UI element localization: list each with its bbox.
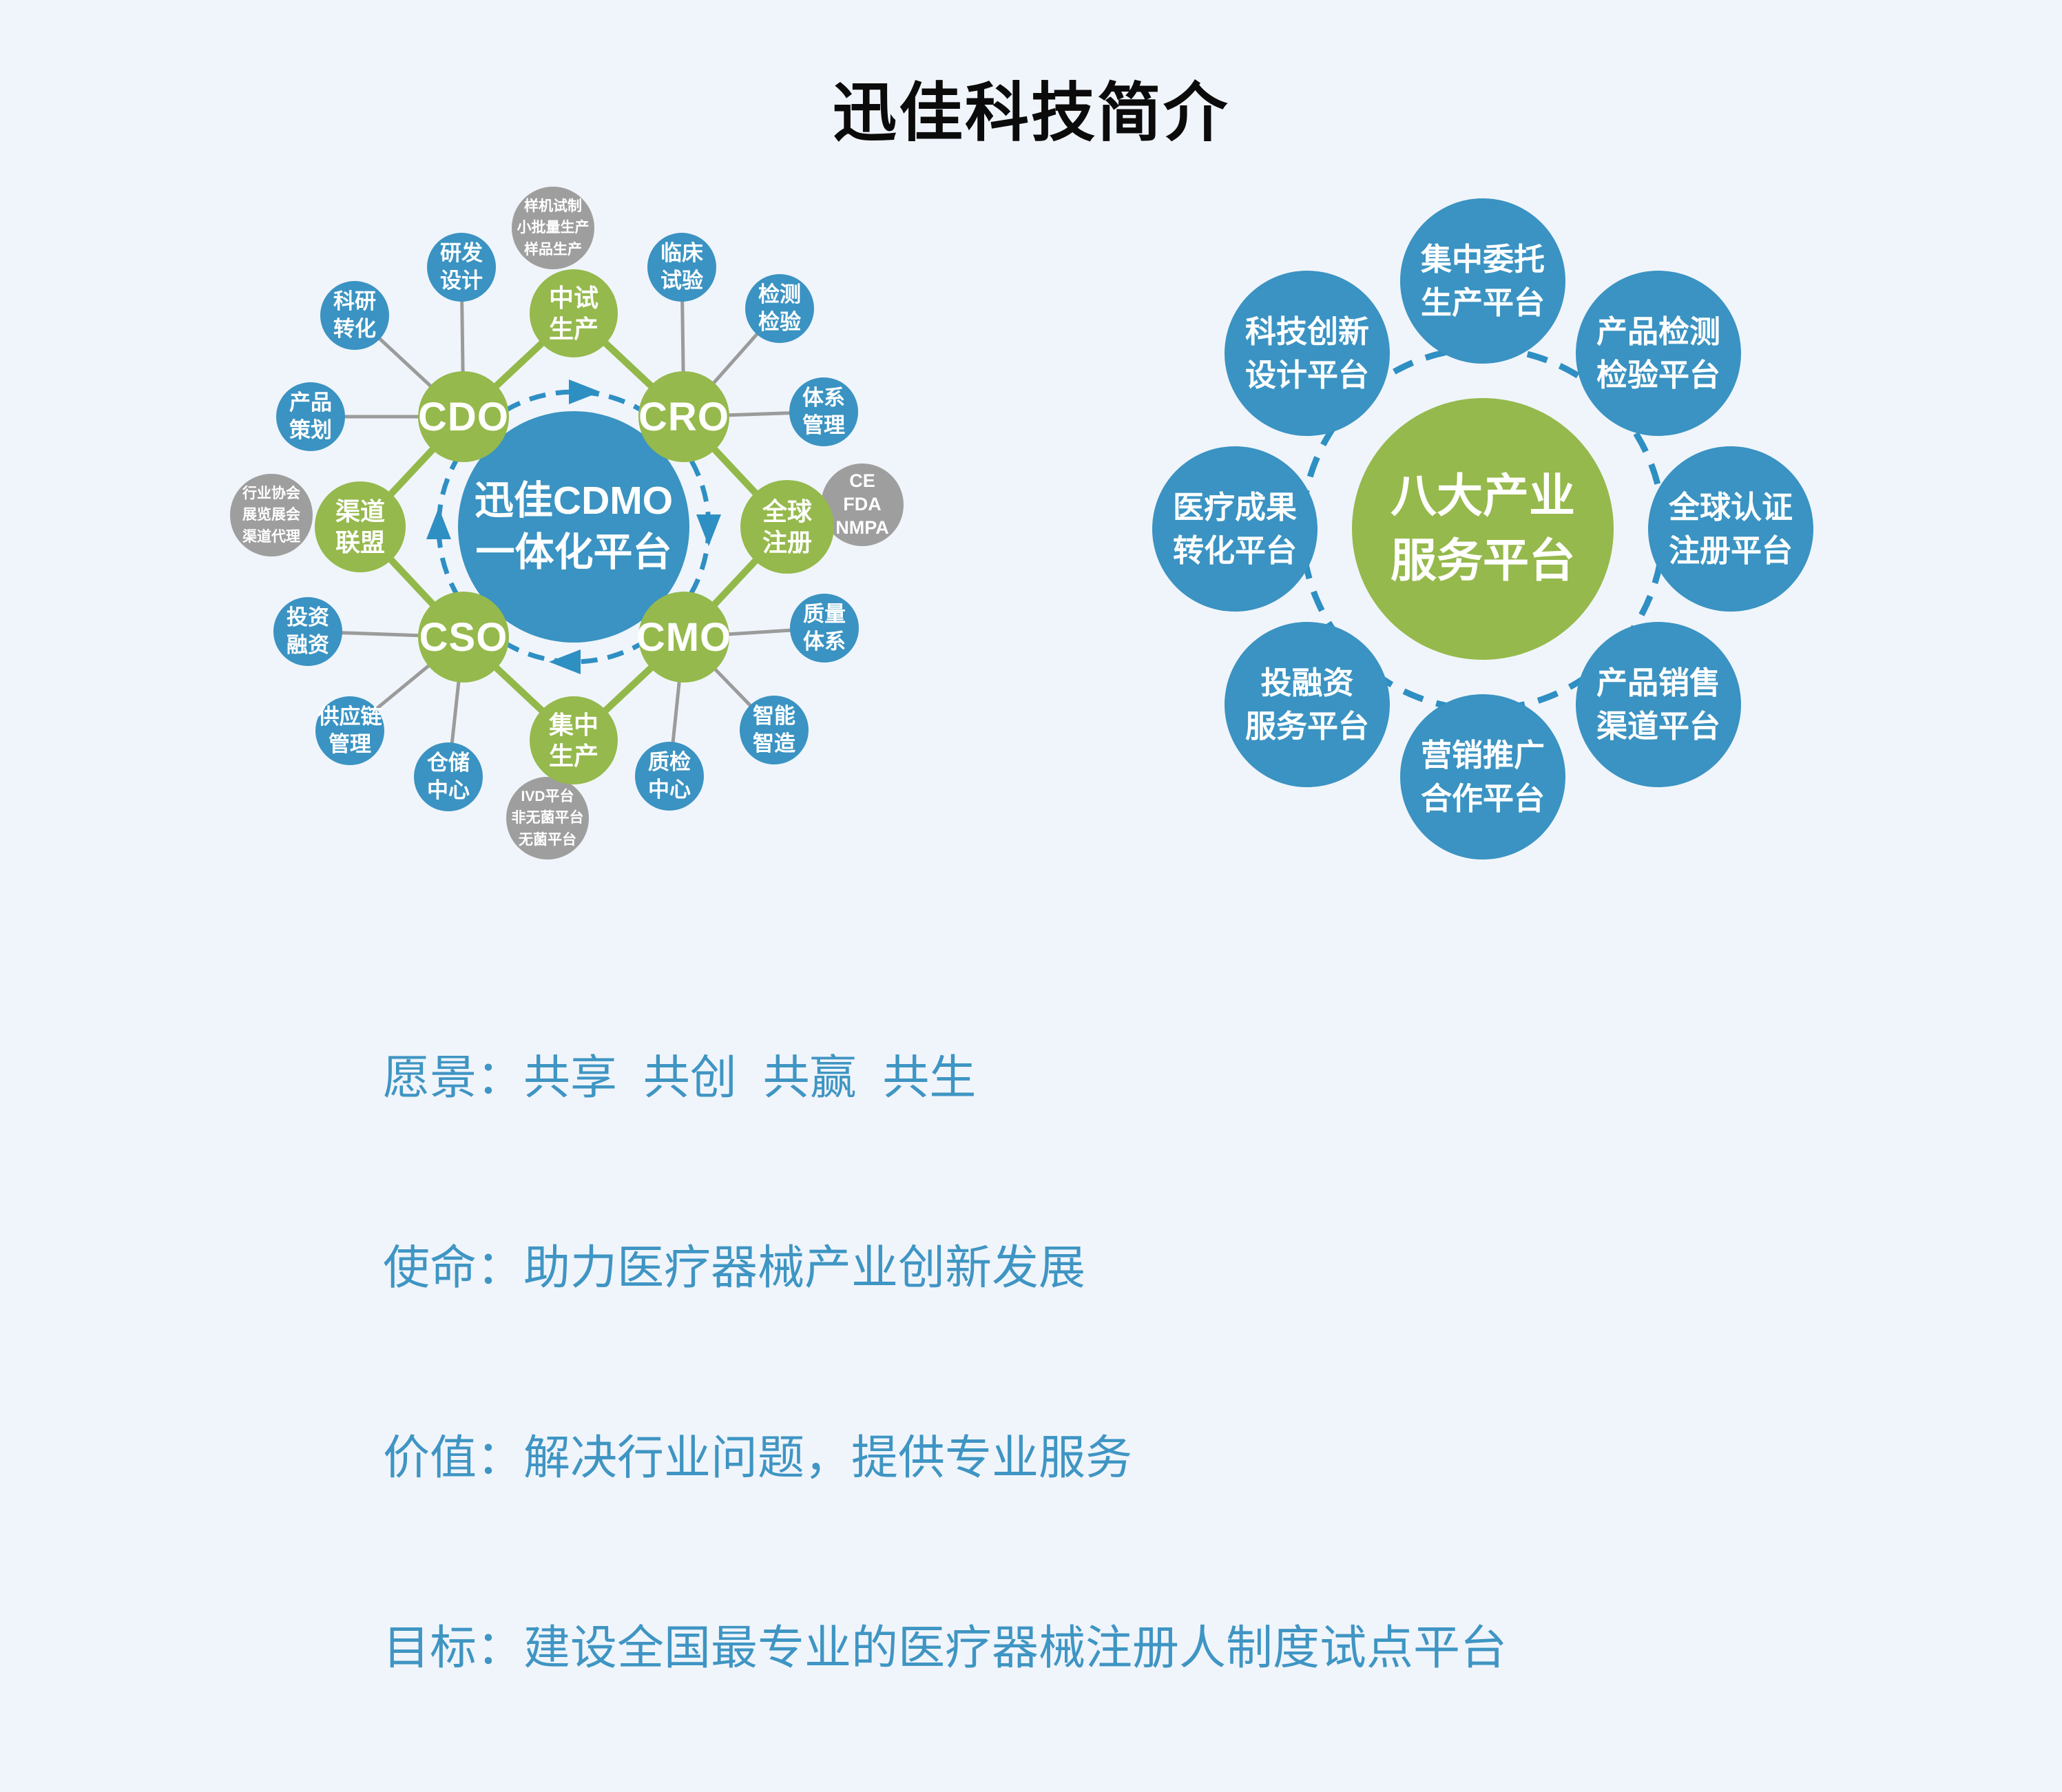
node-platform-marketing-cooperation: 营销推广 合作平台 [1400,694,1565,859]
node-platform-innovation-design: 科技创新 设计平台 [1225,271,1390,436]
node-rd-design: 研发 设计 [427,233,496,302]
node-quality-system: 质量 体系 [790,594,859,663]
node-qc-center: 质检 中心 [635,742,704,811]
node-cso: CSO [418,592,509,683]
node-platform-product-testing: 产品检测 检验平台 [1576,271,1741,436]
node-platform-sales-channel: 产品销售 渠道平台 [1576,622,1741,787]
node-ce-fda-nmpa-note: CE FDA NMPA [821,463,904,546]
node-platform-entrusted-production: 集中委托 生产平台 [1400,198,1565,364]
node-investment-financing: 投资 融资 [273,597,342,666]
node-supply-chain: 供应链 管理 [315,696,384,765]
node-global-registration: 全球 注册 [740,480,834,574]
cycle-arrow-right-icon [569,379,601,404]
value-line: 价值：解决行业问题，提供专业服务 [383,1431,1133,1484]
cycle-arrow-up-icon [426,508,451,539]
node-clinical-trial: 临床 试验 [647,233,716,302]
node-pilot-production: 中试 生产 [530,269,618,357]
node-smart-manufacturing: 智能 智造 [740,696,809,764]
node-platform-medical-transformation: 医疗成果 转化平台 [1152,446,1318,612]
node-cdo: CDO [418,371,509,462]
node-cmo: CMO [636,592,731,683]
node-prototype-production-note: 样机试制 小批量生产 样品生产 [512,187,594,269]
node-research-transfer: 科研 转化 [320,281,389,350]
infographic-canvas: 迅佳科技简介 [230,77,1813,1674]
node-system-management: 体系 管理 [789,377,858,446]
node-cro: CRO [638,371,729,462]
node-centralized-production: 集中 生产 [530,696,618,784]
node-platform-global-certification: 全球认证 注册平台 [1648,446,1813,612]
node-product-planning: 产品 策划 [276,382,345,451]
left-dashed-cycle-ring [426,379,721,674]
goal-line: 目标：建设全国最专业的医疗器械注册人制度试点平台 [383,1621,1508,1674]
node-warehouse-center: 仓储 中心 [414,742,483,811]
vision-line: 愿景：共享 共创 共赢 共生 [383,1051,977,1104]
node-ivd-platforms-note: IVD平台 非无菌平台 无菌平台 [506,777,589,859]
cycle-arrow-down-icon [696,514,721,546]
company-statements: 愿景：共享 共创 共赢 共生 使命：助力医疗器械产业创新发展 价值：解决行业问题… [383,924,1507,1792]
node-industry-association-note: 行业协会 展览展会 渠道代理 [230,474,313,556]
mission-line: 使命：助力医疗器械产业创新发展 [383,1241,1086,1294]
node-channel-alliance: 渠道 联盟 [315,481,406,572]
node-testing-inspection: 检测 检验 [745,274,814,343]
page-title: 迅佳科技简介 [833,77,1229,149]
left-hub-cdmo-platform: 迅佳CDMO 一体化平台 [458,411,689,643]
cycle-arrow-left-icon [549,649,581,674]
right-hub-eight-industry-platform: 八大产业 服务平台 [1352,398,1614,660]
node-platform-investment-service: 投融资 服务平台 [1225,622,1390,787]
